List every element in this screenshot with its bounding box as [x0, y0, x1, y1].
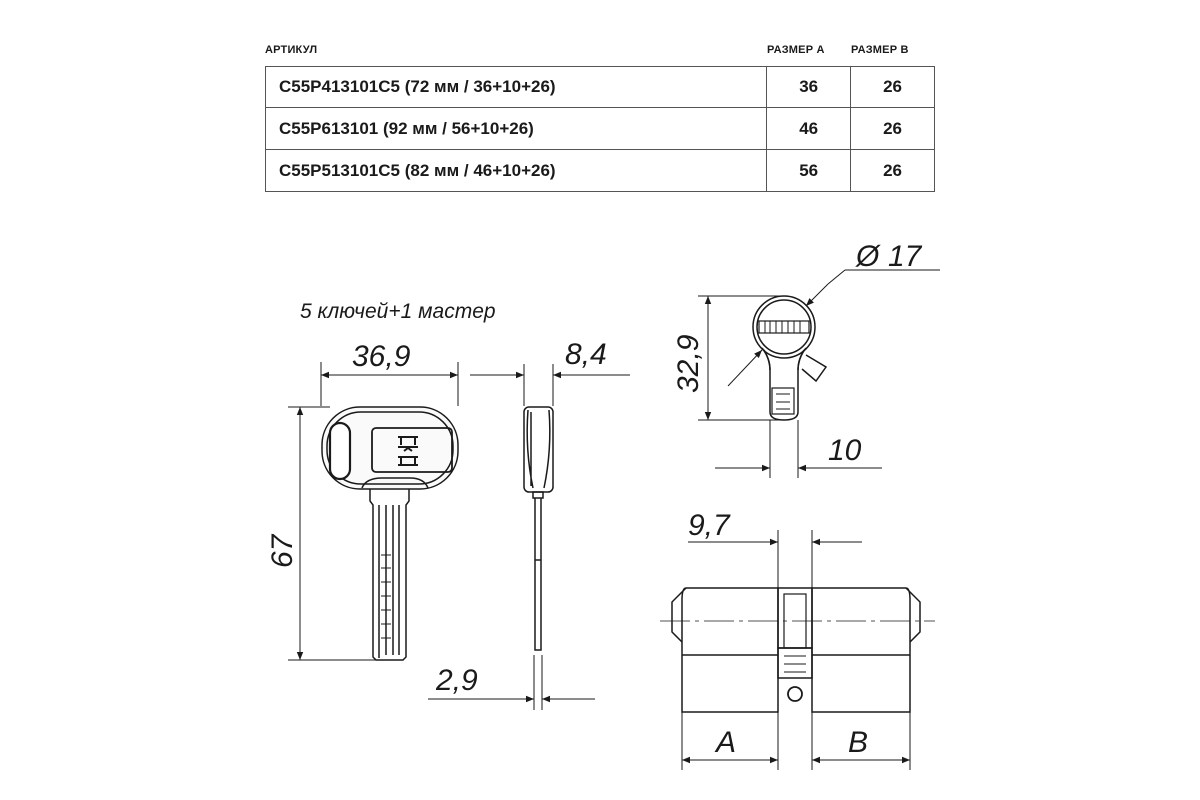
label-profile-width: 10	[828, 434, 862, 467]
logo-icon	[398, 436, 418, 466]
label-dim-a: A	[714, 726, 736, 759]
header-size-b: РАЗМЕР B	[851, 44, 909, 56]
header-article: АРТИКУЛ	[265, 44, 318, 56]
dim-a	[681, 712, 779, 770]
dim-b	[811, 712, 911, 770]
table-row: C55P513101C5 (82 мм / 46+10+26) 56 26	[266, 150, 935, 192]
dim-profile-height	[698, 295, 784, 421]
dim-blade-thickness	[428, 655, 595, 710]
dim-key-length	[288, 406, 380, 661]
label-cam-width: 9,7	[688, 509, 731, 542]
cell-size-b: 26	[851, 150, 935, 191]
table-row: C55P413101C5 (72 мм / 36+10+26) 36 26	[266, 67, 935, 108]
dim-key-thickness	[470, 364, 630, 406]
key-side-view	[523, 406, 554, 651]
pin-marks	[764, 321, 801, 333]
blade-dimples	[381, 554, 391, 639]
table-header: АРТИКУЛ РАЗМЕР A РАЗМЕР B	[265, 40, 935, 66]
dim-profile-width	[715, 420, 882, 478]
key-front-view	[321, 406, 459, 661]
label-key-thickness: 8,4	[565, 338, 607, 371]
header-size-a: РАЗМЕР A	[767, 44, 825, 56]
table-row: C55P613101 (92 мм / 56+10+26) 46 26	[266, 108, 935, 150]
label-key-width: 36,9	[352, 340, 411, 373]
label-key-length: 67	[266, 533, 299, 568]
label-profile-height: 32,9	[672, 334, 705, 393]
cylinder-profile	[752, 295, 828, 421]
cell-size-a: 46	[767, 108, 852, 149]
label-dim-b: B	[848, 726, 868, 759]
cylinder-body	[671, 587, 921, 713]
cell-size-b: 26	[851, 108, 935, 149]
table-body: C55P413101C5 (72 мм / 36+10+26) 36 26 C5…	[265, 66, 935, 192]
label-diameter: 17	[888, 240, 923, 273]
dim-diameter	[727, 269, 940, 387]
diameter-symbol-icon: Ø	[855, 240, 881, 273]
cell-size-a: 36	[767, 67, 852, 107]
dim-key-width	[320, 362, 459, 406]
cell-size-b: 26	[851, 67, 935, 107]
dim-cam-width	[688, 530, 862, 588]
cell-size-a: 56	[767, 150, 852, 191]
keys-note: 5 ключей+1 мастер	[300, 300, 496, 323]
spec-table: АРТИКУЛ РАЗМЕР A РАЗМЕР B C55P413101C5 (…	[265, 40, 935, 192]
cell-article: C55P413101C5 (72 мм / 36+10+26)	[266, 67, 768, 107]
cell-article: C55P613101 (92 мм / 56+10+26)	[266, 108, 768, 149]
label-blade-thickness: 2,9	[435, 664, 478, 697]
cell-article: C55P513101C5 (82 мм / 46+10+26)	[266, 150, 768, 191]
